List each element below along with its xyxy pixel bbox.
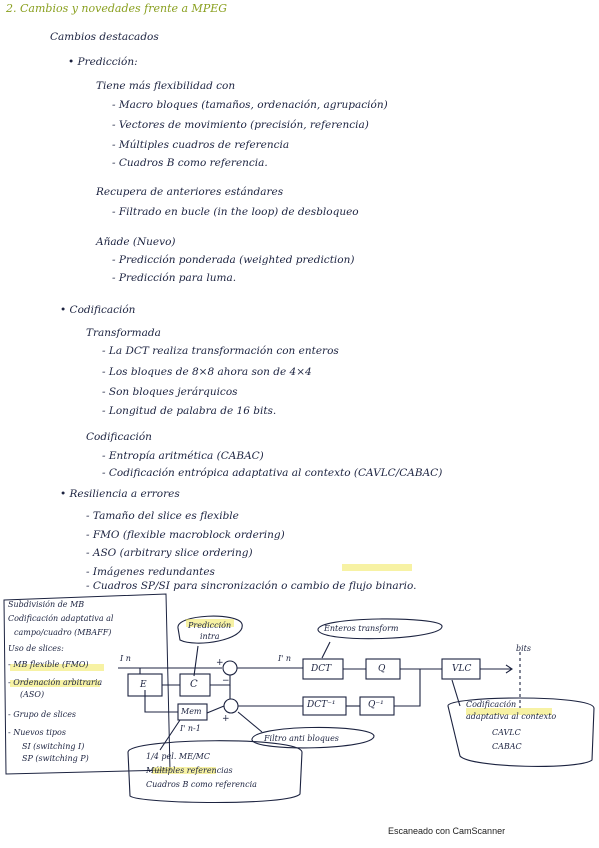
vlc-note-line: CAVLC — [492, 728, 521, 737]
label-vlc: VLC — [452, 664, 472, 674]
label-enteros: Enteros transform — [324, 624, 399, 633]
filtro-bubble — [251, 726, 375, 749]
resiliencia-item: - Imágenes redundantes — [86, 566, 215, 578]
label-q-inv: Q⁻¹ — [368, 700, 384, 710]
highlight-mark — [466, 708, 552, 715]
codificacion-heading: • Codificación — [60, 304, 136, 316]
mem-note-pointer — [159, 719, 181, 751]
prediccion-item: - Macro bloques (tamaños, ordenación, ag… — [112, 99, 388, 111]
highlight-mark — [342, 564, 412, 571]
codificacion-item: - Codificación entrópica adaptativa al c… — [102, 467, 443, 479]
mem-note-line: 1/4 pel. ME/MC — [146, 752, 210, 761]
highlight-mark — [186, 619, 234, 627]
prediccion-anade-item: - Predicción ponderada (weighted predict… — [112, 254, 355, 266]
highlight-mark — [152, 767, 216, 774]
left-note-line: Subdivisión de MB — [8, 600, 85, 609]
adder-to-mem — [206, 705, 225, 714]
prediccion-mejora-item: - Filtrado en bucle (in the loop) de des… — [112, 206, 359, 218]
footer-watermark: Escaneado con CamScanner — [388, 826, 506, 836]
label-in: I n — [120, 654, 131, 663]
prediccion-intra-pointer — [193, 645, 199, 677]
label-bits: bits — [516, 644, 531, 653]
mem-out — [144, 690, 178, 713]
resiliencia-item: - Cuadros SP/SI para sincronización o ca… — [86, 580, 417, 592]
label-in-prime: I' n — [278, 654, 292, 663]
notes-title: 2. Cambios y novedades frente a MPEG — [6, 2, 228, 15]
prediccion-item: - Vectores de movimiento (precisión, ref… — [112, 119, 369, 131]
prediccion-item: - Múltiples cuadros de referencia — [112, 139, 290, 151]
label-dct-inv: DCT⁻¹ — [307, 700, 336, 710]
mem-note-line: Múltiples referencias — [146, 766, 233, 775]
enteros-bubble — [317, 618, 443, 640]
prediccion-anade: Añade (Nuevo) — [96, 236, 176, 248]
mem-note-line: Cuadros B como referencia — [146, 780, 257, 789]
prediccion-intra-bubble — [177, 615, 243, 644]
left-note-line: campo/cuadro (MBAFF) — [14, 628, 112, 637]
label-dct: DCT — [311, 664, 332, 674]
codificacion-subheading: Codificación — [86, 431, 152, 443]
label-filtro: Filtro anti bloques — [264, 734, 339, 743]
bits-arrow — [505, 664, 513, 674]
vlc-note-line: CABAC — [492, 742, 522, 751]
transformada-item: - Los bloques de 8×8 ahora son de 4×4 — [102, 366, 312, 378]
label-in-1: I' n-1 — [180, 724, 201, 733]
transformada-item: - Longitud de palabra de 16 bits. — [102, 405, 277, 417]
transformada-heading: Transformada — [86, 327, 161, 339]
vlc-note-line: adaptativa al contexto — [466, 712, 557, 721]
prediccion-anade-item: - Predicción para luma. — [112, 272, 237, 284]
q-feedback — [394, 669, 421, 707]
prediccion-heading: • Predicción: — [68, 56, 138, 68]
subtractor-node — [222, 660, 238, 676]
transformada-item: - Son bloques jerárquicos — [102, 386, 238, 398]
prediccion-item: - Cuadros B como referencia. — [112, 157, 268, 169]
prediccion-intro: Tiene más flexibilidad con — [96, 80, 236, 92]
label-plus-bottom: + — [222, 714, 230, 724]
left-note-line: - Ordenación arbitraria — [8, 678, 103, 687]
label-c: C — [190, 679, 198, 690]
prediccion-mejora: Recupera de anteriores estándares — [96, 186, 284, 198]
left-note-line: SI (switching I) — [22, 742, 85, 751]
adder-node — [223, 698, 239, 714]
vlc-note-pointer — [451, 679, 461, 707]
left-note-line: - Nuevos tipos — [8, 728, 66, 737]
mem-note-bubble — [127, 740, 303, 804]
filtro-pointer — [237, 711, 263, 733]
transformada-item: - La DCT realiza transformación con ente… — [102, 345, 339, 357]
vlc-note-line: Codificación — [466, 700, 517, 709]
notes-subtitle: Cambios destacados — [50, 31, 159, 43]
label-mem: Mem — [181, 707, 202, 716]
left-note-line: - Grupo de slices — [8, 710, 77, 719]
label-minus: − — [222, 676, 230, 686]
highlight-mark — [10, 680, 100, 687]
label-intra: intra — [200, 632, 220, 641]
highlight-mark — [10, 664, 104, 671]
left-note-line: SP (switching P) — [22, 754, 89, 763]
vlc-note-bubble — [447, 697, 595, 767]
resiliencia-item: - FMO (flexible macroblock ordering) — [86, 529, 285, 541]
resiliencia-heading: • Resiliencia a errores — [60, 488, 180, 500]
left-note-line: Uso de slices: — [8, 644, 64, 653]
left-note-line: (ASO) — [20, 690, 45, 699]
label-e: E — [140, 680, 147, 690]
left-note-line: Codificación adaptativa al — [8, 614, 114, 623]
resiliencia-item: - Tamaño del slice es flexible — [86, 510, 239, 522]
left-note-line: - MB flexible (FMO) — [8, 660, 89, 669]
codificacion-item: - Entropía aritmética (CABAC) — [102, 450, 264, 462]
label-plus-top: + — [216, 658, 224, 668]
enteros-pointer — [321, 641, 331, 659]
label-q: Q — [378, 664, 386, 674]
label-prediccion: Predicción — [188, 621, 232, 630]
resiliencia-item: - ASO (arbitrary slice ordering) — [86, 547, 253, 559]
